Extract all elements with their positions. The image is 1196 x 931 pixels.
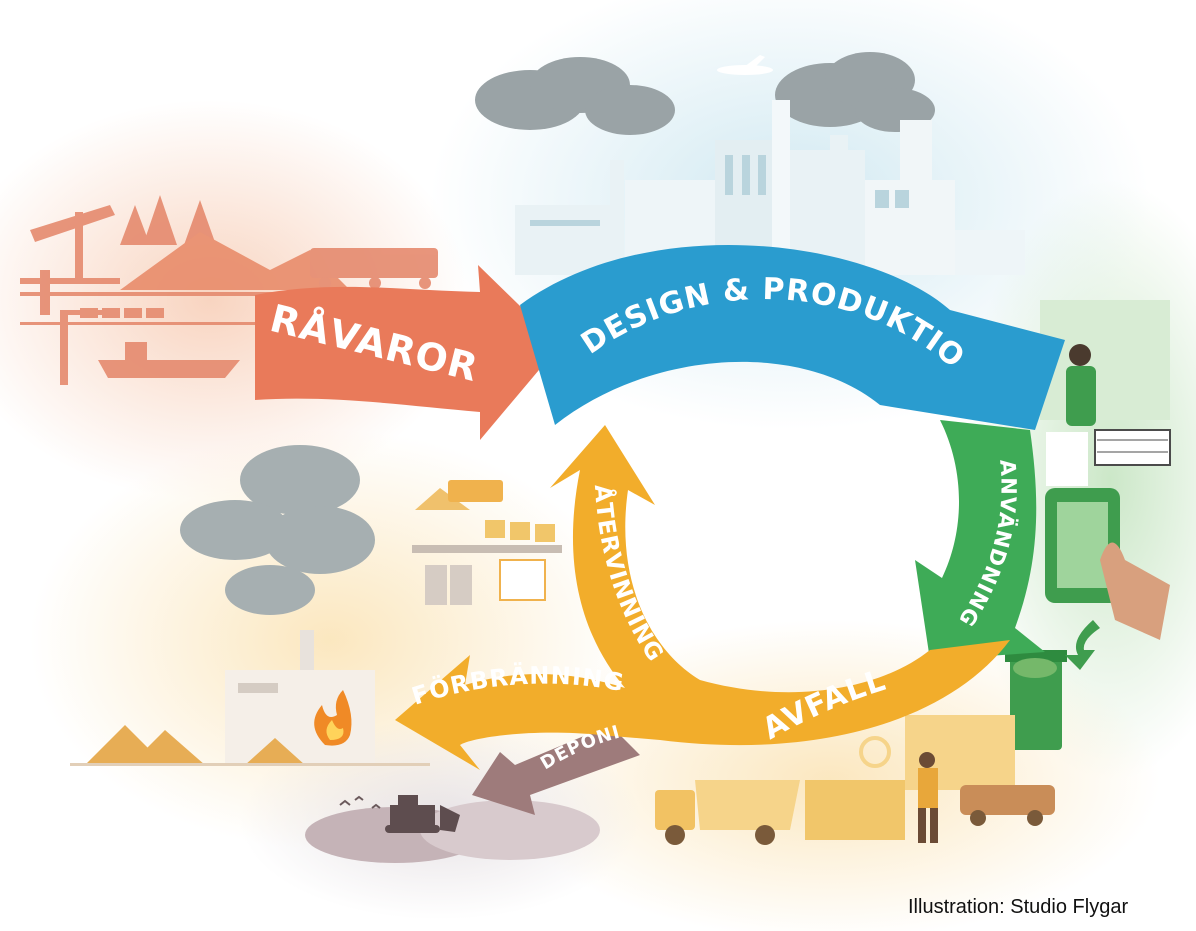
- garbage-truck-icon: [655, 780, 800, 845]
- worker-icon: [918, 752, 938, 843]
- smoke-cloud: [180, 445, 375, 615]
- shopper-figure: [1066, 344, 1096, 426]
- birds: [339, 795, 381, 809]
- crane: [60, 310, 120, 385]
- green-down-arrow-icon: [1065, 620, 1100, 670]
- boxes: [485, 520, 555, 542]
- phone-icon: [1045, 488, 1120, 603]
- waste-bin-icon: [1005, 650, 1067, 750]
- fire-icon: [314, 690, 352, 746]
- smoke-clouds: [475, 52, 935, 135]
- conveyor: [412, 545, 562, 553]
- airplane-icon: [717, 55, 773, 75]
- usage-scene: [1005, 300, 1171, 750]
- ship-icon: [98, 342, 240, 378]
- truck-icon: [310, 248, 438, 289]
- bulldozer-icon: [385, 795, 460, 833]
- illustration-credit: Illustration: Studio Flygar: [908, 896, 1129, 918]
- landfill-scene: [305, 795, 600, 863]
- shopping-cart-icon: [1094, 429, 1171, 466]
- recycling-scene: [412, 480, 562, 605]
- recycle-icon: [859, 736, 891, 768]
- pickup-truck-icon: [960, 785, 1055, 826]
- chimney: [300, 630, 314, 675]
- arrow-deponi: [472, 725, 640, 815]
- tree-icon: [120, 195, 216, 245]
- arrow-anvandning: [915, 420, 1045, 660]
- incineration-scene: [70, 445, 430, 766]
- arrow-ravaror: [255, 265, 560, 440]
- arrow-avfall: [395, 425, 1010, 770]
- rail: [20, 322, 480, 325]
- mountain: [120, 232, 350, 290]
- rail: [20, 292, 480, 296]
- hand-icon: [1100, 542, 1170, 640]
- landfill-mound: [420, 800, 600, 860]
- container: [805, 780, 905, 840]
- truck-icon: [448, 480, 503, 502]
- arrow-design-produktion: [520, 244, 1065, 430]
- shopping-bag: [1046, 432, 1088, 486]
- silos: [425, 565, 472, 605]
- sand-piles: [85, 725, 305, 765]
- waste-scene: [655, 715, 1055, 845]
- cycle-arrows: [255, 244, 1065, 815]
- raw-materials-scene: [20, 195, 480, 385]
- recycle-icon: [499, 559, 546, 601]
